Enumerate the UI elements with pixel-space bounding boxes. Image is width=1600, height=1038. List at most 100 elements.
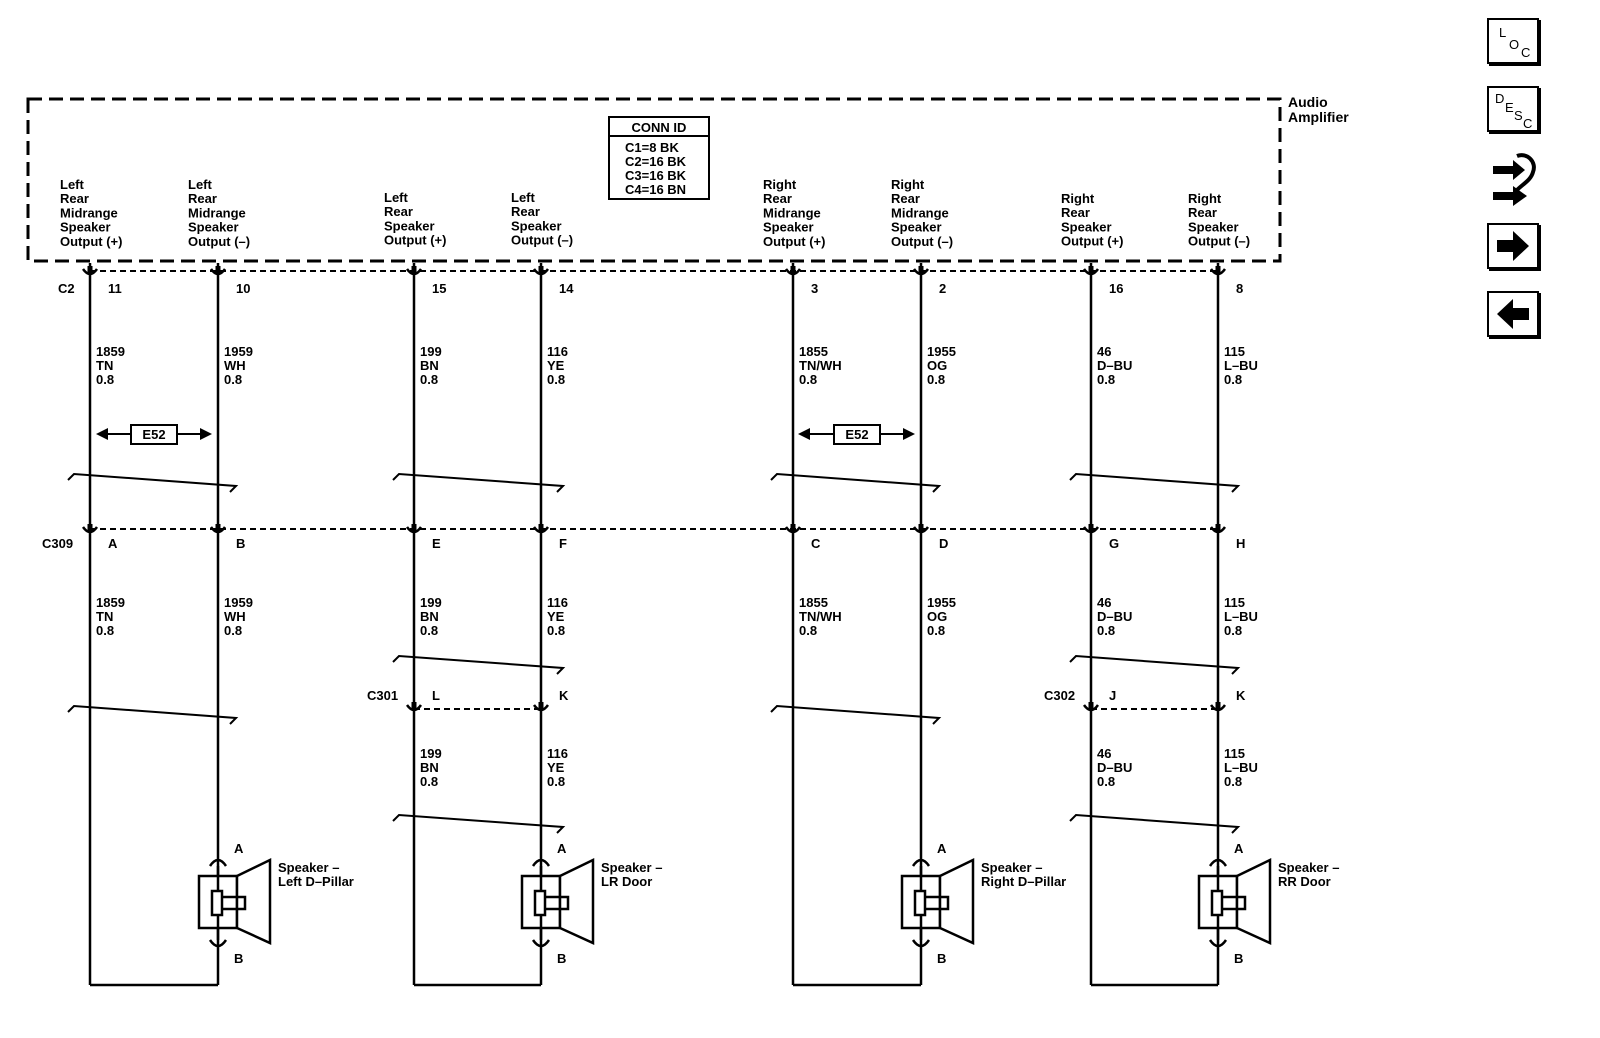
wire-label: TN/WH <box>799 609 842 624</box>
amplifier-name: Audio Amplifier <box>1288 94 1349 125</box>
c309-pin-letter: F <box>559 536 567 551</box>
speaker-pin-b: B <box>234 951 243 966</box>
wire-label: OG <box>927 358 947 373</box>
location-button[interactable]: L O C <box>1487 18 1539 64</box>
circuit-description: Rear <box>891 191 920 206</box>
speaker-name: Speaker – <box>1278 860 1339 875</box>
connector-harness-button[interactable] <box>1487 150 1539 206</box>
svg-text:E52: E52 <box>845 427 868 442</box>
circuit-description: Rear <box>1188 205 1217 220</box>
circuit-description: Left <box>511 190 536 205</box>
wire-label: 0.8 <box>420 623 438 638</box>
wire-label: 116 <box>547 344 568 359</box>
wire-label: BN <box>420 358 439 373</box>
twisted-pair-mark <box>392 813 566 834</box>
wire-label: 0.8 <box>547 774 565 789</box>
back-button[interactable] <box>1487 291 1539 337</box>
wire-label: D–BU <box>1097 760 1132 775</box>
circuit-description: Left <box>60 177 85 192</box>
c309-pin-letter: G <box>1109 536 1119 551</box>
circuit-description: Right <box>891 177 925 192</box>
circuit-description: Speaker <box>763 220 814 235</box>
c2-pin-number: 8 <box>1236 281 1243 296</box>
wire-label: WH <box>224 358 246 373</box>
twisted-pair-mark <box>392 654 566 675</box>
wire-label: 0.8 <box>96 623 114 638</box>
wire-label: 0.8 <box>224 372 242 387</box>
wire-label: YE <box>547 358 565 373</box>
twisted-pair-mark <box>1069 472 1241 493</box>
wire-label: 0.8 <box>1224 774 1242 789</box>
circuit-description: Output (+) <box>384 233 446 248</box>
circuit-description: Midrange <box>60 205 118 220</box>
wire-label: TN <box>96 358 113 373</box>
c2-pin-number: 15 <box>432 281 446 296</box>
c2-pin-number: 3 <box>811 281 818 296</box>
circuit-description: Speaker <box>891 220 942 235</box>
c2-pin-number: 14 <box>559 281 574 296</box>
conn-id-row: C1=8 BK <box>625 140 679 155</box>
arrow-left-icon <box>1497 299 1529 329</box>
twisted-pair-mark <box>770 704 942 725</box>
twisted-pair-mark <box>67 472 239 493</box>
wire-label: 1959 <box>224 595 253 610</box>
wire-label: OG <box>927 609 947 624</box>
wire-label: BN <box>420 609 439 624</box>
wire-label: 199 <box>420 746 442 761</box>
svg-text:E52: E52 <box>142 427 165 442</box>
speaker-pin-a: A <box>234 841 244 856</box>
circuit-description: Output (+) <box>60 234 122 249</box>
wire-label: BN <box>420 760 439 775</box>
c309-pin-letter: E <box>432 536 441 551</box>
speaker-name: Speaker – <box>981 860 1042 875</box>
description-button[interactable]: D E S C <box>1487 86 1539 132</box>
circuit-description: Midrange <box>763 205 821 220</box>
forward-button[interactable] <box>1487 223 1539 269</box>
speaker-pin-a: A <box>557 841 567 856</box>
speaker-name: Left D–Pillar <box>278 874 354 889</box>
twisted-pair-mark <box>1069 654 1241 675</box>
conn-id-box: CONN ID C1=8 BK C2=16 BK C3=16 BK C4=16 … <box>608 116 710 200</box>
circuit-description: Speaker <box>60 220 111 235</box>
speaker-name: LR Door <box>601 874 652 889</box>
wire-label: 199 <box>420 595 442 610</box>
circuit-description: Midrange <box>891 205 949 220</box>
wire-label: 46 <box>1097 344 1111 359</box>
wire-label: D–BU <box>1097 358 1132 373</box>
splice-e52-left: E52 <box>96 424 212 445</box>
wire-label: 0.8 <box>547 372 565 387</box>
conn-id-row: C3=16 BK <box>625 168 687 183</box>
wire-label: YE <box>547 760 565 775</box>
circuit-description: Right <box>1188 191 1222 206</box>
c301-label: C301 <box>367 688 398 703</box>
circuit-description: Left <box>188 177 213 192</box>
c309-pin-letter: B <box>236 536 245 551</box>
c309-pin-letter: D <box>939 536 948 551</box>
c309-pin-letter: A <box>108 536 118 551</box>
speaker-pin-a: A <box>1234 841 1244 856</box>
circuit-description: Output (–) <box>1188 234 1250 249</box>
wire-label: 1955 <box>927 344 956 359</box>
splice-e52-right: E52 <box>798 424 915 445</box>
c2-pin-number: 10 <box>236 281 250 296</box>
c30x-pin-letter: K <box>559 688 569 703</box>
c30x-pin-letter: K <box>1236 688 1246 703</box>
circuit-description: Output (–) <box>511 233 573 248</box>
wire-label: 0.8 <box>420 372 438 387</box>
wire-label: 1855 <box>799 344 828 359</box>
circuit-description: Rear <box>763 191 792 206</box>
conn-id-row: C2=16 BK <box>625 154 687 169</box>
circuit-description: Speaker <box>188 220 239 235</box>
wire-label: 0.8 <box>96 372 114 387</box>
c2-pin-number: 16 <box>1109 281 1123 296</box>
speaker-name: RR Door <box>1278 874 1331 889</box>
wire-label: L–BU <box>1224 358 1258 373</box>
